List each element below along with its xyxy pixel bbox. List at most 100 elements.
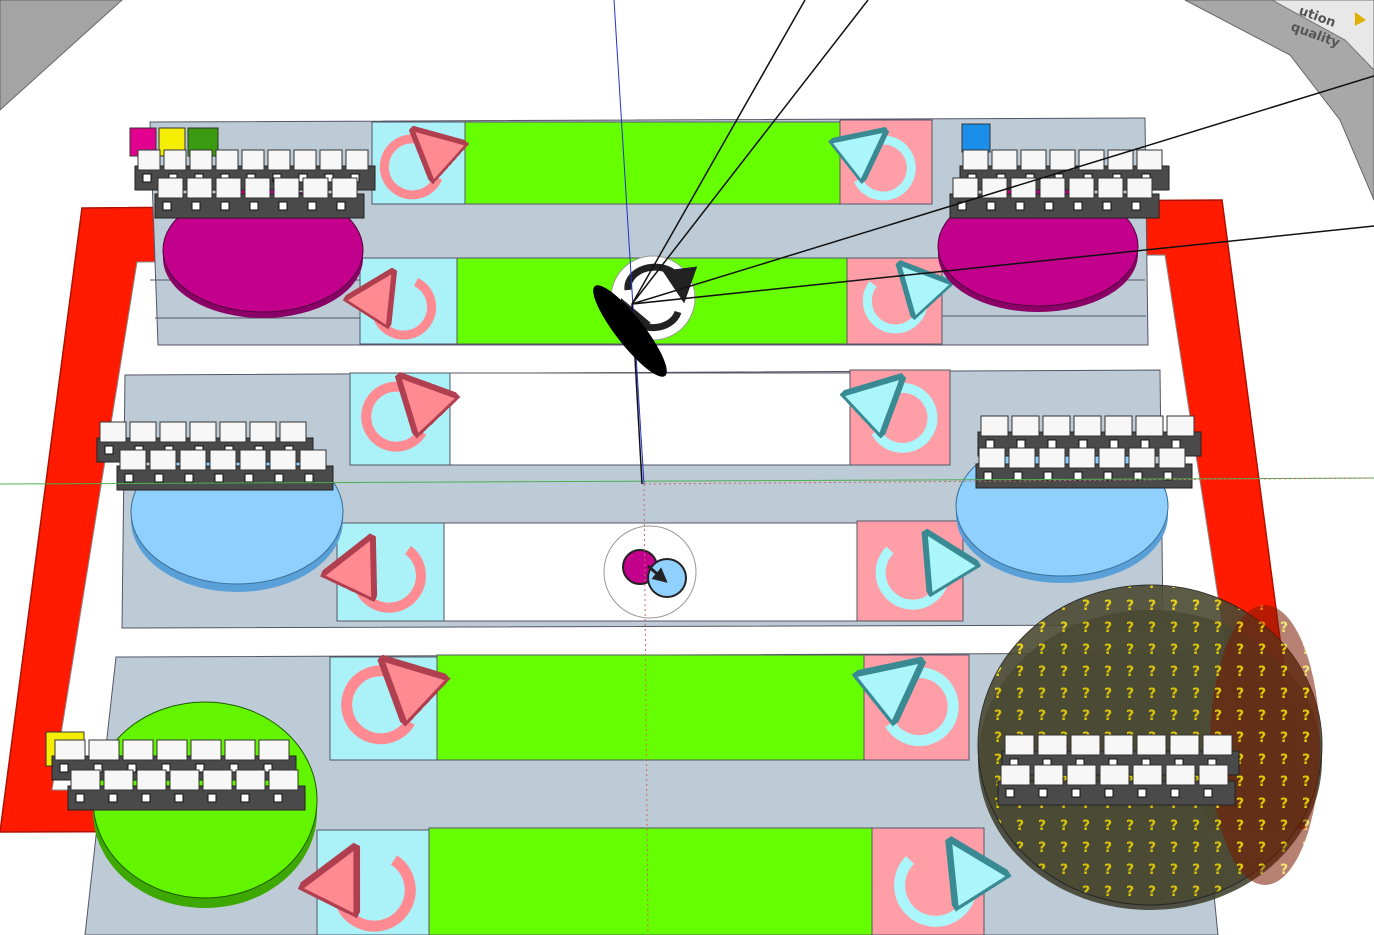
rotate-ccw-icon[interactable]	[357, 550, 426, 613]
component-cube[interactable]	[1135, 415, 1164, 437]
component-cube[interactable]	[319, 149, 343, 171]
component-cube[interactable]	[99, 421, 127, 443]
camera-lens-icon[interactable]	[584, 277, 676, 384]
component-cube[interactable]	[1037, 734, 1068, 756]
component-cube[interactable]	[1039, 177, 1066, 199]
component-cube[interactable]	[239, 449, 267, 471]
component-cube[interactable]	[1020, 149, 1047, 171]
component-cube[interactable]	[103, 769, 134, 791]
component-cube[interactable]	[267, 149, 291, 171]
component-cube[interactable]	[241, 149, 265, 171]
rotate-ccw-icon[interactable]	[361, 387, 422, 452]
component-cube[interactable]	[186, 177, 213, 199]
component-cube[interactable]	[70, 769, 101, 791]
component-cube[interactable]	[129, 421, 157, 443]
rotate-cw-icon[interactable]	[858, 140, 916, 201]
component-cube[interactable]	[978, 447, 1006, 469]
cube-blue[interactable]	[961, 123, 991, 153]
rotate-ccw-icon[interactable]	[338, 860, 416, 932]
component-cube[interactable]	[980, 415, 1009, 437]
component-cube[interactable]	[1169, 734, 1200, 756]
component-cube[interactable]	[1136, 149, 1163, 171]
component-cube[interactable]	[991, 149, 1018, 171]
component-cube[interactable]	[279, 421, 307, 443]
component-cube[interactable]	[1098, 447, 1126, 469]
component-cube[interactable]	[1128, 447, 1156, 469]
component-cube[interactable]	[1011, 415, 1040, 437]
component-cube[interactable]	[1198, 764, 1229, 786]
component-cube[interactable]	[268, 769, 299, 791]
component-cube[interactable]	[244, 177, 271, 199]
component-cube[interactable]	[1099, 764, 1130, 786]
component-cube[interactable]	[136, 769, 167, 791]
component-cube[interactable]	[1126, 177, 1153, 199]
component-cube[interactable]	[269, 449, 297, 471]
component-cube[interactable]	[157, 177, 184, 199]
component-cube[interactable]	[189, 421, 217, 443]
component-cube[interactable]	[1158, 447, 1186, 469]
component-cube[interactable]	[1202, 734, 1233, 756]
component-cube[interactable]	[1073, 415, 1102, 437]
component-cube[interactable]	[163, 149, 187, 171]
component-cube[interactable]	[1066, 764, 1097, 786]
component-cube[interactable]	[299, 449, 327, 471]
component-cube[interactable]	[1004, 734, 1035, 756]
swap-color-icon-blue[interactable]	[647, 558, 687, 598]
component-cube[interactable]	[1042, 415, 1071, 437]
component-cube[interactable]	[1136, 734, 1167, 756]
component-cube[interactable]	[1038, 447, 1066, 469]
component-cube[interactable]	[1166, 415, 1195, 437]
component-cube[interactable]	[1033, 764, 1064, 786]
component-cube[interactable]	[1068, 177, 1095, 199]
component-cube[interactable]	[1049, 149, 1076, 171]
component-cube[interactable]	[1103, 734, 1134, 756]
component-cube[interactable]	[1165, 764, 1196, 786]
component-cube[interactable]	[137, 149, 161, 171]
component-cube[interactable]	[189, 149, 213, 171]
component-cube[interactable]	[149, 449, 177, 471]
component-cube[interactable]	[119, 449, 147, 471]
component-cube[interactable]	[1000, 764, 1031, 786]
component-cube[interactable]	[962, 149, 989, 171]
component-cube[interactable]	[215, 149, 239, 171]
camera-object[interactable]	[584, 0, 1374, 485]
rotate-cw-icon[interactable]	[876, 388, 938, 453]
component-cube[interactable]	[249, 421, 277, 443]
corner-panel-arrow-icon[interactable]	[1355, 12, 1366, 26]
rotate-ccw-icon[interactable]	[379, 139, 438, 200]
component-cube[interactable]	[1132, 764, 1163, 786]
component-cube[interactable]	[190, 739, 222, 761]
rotate-cw-icon[interactable]	[894, 860, 972, 927]
component-cube[interactable]	[1008, 447, 1036, 469]
corner-panel[interactable]	[1271, 0, 1374, 71]
rotate-cw-icon[interactable]	[890, 673, 959, 747]
component-cube[interactable]	[273, 177, 300, 199]
component-cube[interactable]	[952, 177, 979, 199]
component-cube[interactable]	[215, 177, 242, 199]
rotate-ccw-icon[interactable]	[341, 671, 410, 745]
component-cube[interactable]	[235, 769, 266, 791]
component-cube[interactable]	[202, 769, 233, 791]
component-cube[interactable]	[258, 739, 290, 761]
component-cube[interactable]	[293, 149, 317, 171]
component-cube[interactable]	[159, 421, 187, 443]
component-cube[interactable]	[54, 739, 86, 761]
component-cube[interactable]	[302, 177, 329, 199]
component-cube[interactable]	[209, 449, 237, 471]
component-cube[interactable]	[156, 739, 188, 761]
component-cube[interactable]	[1068, 447, 1096, 469]
rotate-ccw-icon[interactable]	[376, 282, 437, 340]
rotate-cw-icon[interactable]	[875, 550, 945, 610]
component-cube[interactable]	[1107, 149, 1134, 171]
component-cube[interactable]	[88, 739, 120, 761]
component-cube[interactable]	[169, 769, 200, 791]
component-cube[interactable]	[219, 421, 247, 443]
component-cube[interactable]	[331, 177, 358, 199]
component-cube[interactable]	[345, 149, 369, 171]
rotate-cw-icon[interactable]	[862, 282, 923, 334]
component-cube[interactable]	[179, 449, 207, 471]
component-cube[interactable]	[224, 739, 256, 761]
component-cube[interactable]	[1097, 177, 1124, 199]
component-cube[interactable]	[1104, 415, 1133, 437]
